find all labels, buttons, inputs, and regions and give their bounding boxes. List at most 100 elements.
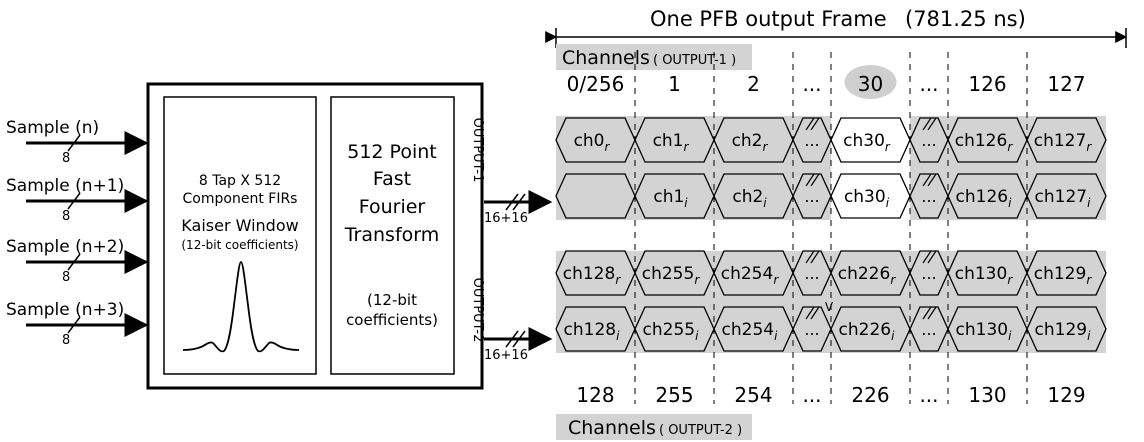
ellipsis: ... (804, 187, 819, 206)
channel-label: ch1r (653, 131, 690, 154)
bottom-header: 255 (655, 383, 693, 407)
break-mark (922, 173, 932, 187)
input-width: 8 (62, 333, 70, 348)
bottom-header: 130 (968, 383, 1006, 407)
break-mark (810, 173, 820, 187)
bottom-header: ... (919, 383, 938, 407)
channels-bottom-tag: ( OUTPUT-2 ) (659, 423, 742, 438)
bottom-header: ... (802, 383, 821, 407)
output1-label: OUTPUT-1 (470, 118, 485, 183)
channel-label: ch30i (844, 187, 890, 210)
top-header: 0/256 (567, 72, 625, 96)
break-mark (805, 250, 815, 264)
channel-label: ch128i (564, 320, 621, 343)
input-width: 8 (62, 270, 70, 285)
bottom-header: 254 (734, 383, 772, 407)
input-width: 8 (62, 151, 70, 166)
fir-coefficients: (12-bit coefficients) (181, 238, 298, 252)
input-1: Sample (n+1) 8 (6, 176, 149, 224)
channel-label: ch0r (574, 131, 611, 154)
input-label: Sample (n+3) (6, 300, 124, 320)
channel-label: ch128r (563, 264, 622, 287)
break-mark (805, 173, 815, 187)
bottom-header: 226 (851, 383, 889, 407)
channel-label: ch2r (732, 131, 769, 154)
channel-cell (1026, 173, 1107, 219)
channel-label: ch130i (956, 320, 1013, 343)
ellipsis: ... (804, 264, 819, 283)
output2-bus-width: 16+16 (484, 348, 528, 363)
transition-marker: V (825, 300, 834, 314)
channel-label: ch130r (955, 264, 1014, 287)
slot-separators (634, 52, 1028, 404)
channel-label: ch254i (722, 320, 779, 343)
channels-bottom-label: Channels (568, 417, 656, 439)
fir-line1: 8 Tap X 512 (199, 173, 281, 189)
ellipsis: ... (804, 320, 819, 339)
ellipsis: ... (921, 187, 936, 206)
highlight-badge (844, 65, 897, 99)
output1-bus-width: 16+16 (484, 211, 528, 226)
break-mark (805, 117, 815, 131)
fft-line-3: Fourier (359, 196, 426, 218)
break-mark (922, 306, 932, 320)
channel-label: ch30r (843, 131, 891, 154)
break-mark (927, 173, 937, 187)
fft-line-4: Transform (344, 224, 440, 246)
fft-coeff-2: coefficients) (346, 311, 438, 329)
break-mark (810, 117, 820, 131)
channel-label: ch255i (643, 320, 700, 343)
input-label: Sample (n+1) (6, 176, 124, 196)
input-width: 8 (62, 209, 70, 224)
ellipsis: ... (921, 131, 936, 150)
fft-box (330, 96, 455, 375)
kaiser-window-curve (182, 261, 300, 353)
break-mark (927, 250, 937, 264)
frame-duration: (781.25 ns) (905, 7, 1026, 31)
output1-bus: 16+16 (484, 190, 553, 226)
channel-label: ch127r (1034, 131, 1093, 154)
break-mark (810, 250, 820, 264)
channel-label: ch226i (839, 320, 896, 343)
top-header: 127 (1047, 72, 1085, 96)
channels-bottom-bg (556, 414, 752, 440)
channels-top-tag: ( OUTPUT-1 ) (653, 53, 736, 68)
break-mark (805, 306, 815, 320)
input-3: Sample (n+3) 8 (6, 300, 149, 348)
break-mark (927, 117, 937, 131)
top-header: ... (802, 72, 821, 96)
break-mark (927, 306, 937, 320)
input-0: Sample (n) 8 (6, 118, 149, 166)
channel-label: ch127i (1035, 187, 1092, 210)
bottom-header: 129 (1047, 383, 1085, 407)
fft-line-1: 512 Point (347, 141, 436, 163)
fir-box (163, 96, 317, 375)
top-header: 30 (858, 72, 883, 96)
output2-bus: 16+16 (484, 327, 553, 363)
channel-label: ch1i (653, 187, 688, 210)
channel-label: ch254r (721, 264, 780, 287)
channel-label: ch2i (732, 187, 767, 210)
channel-label: ch226r (838, 264, 897, 287)
top-header: ... (919, 72, 938, 96)
bottom-header: 128 (576, 383, 614, 407)
input-label: Sample (n+2) (6, 237, 124, 257)
break-mark (810, 306, 820, 320)
channels-top-bg (556, 44, 752, 70)
fft-coeff-1: (12-bit (367, 291, 417, 309)
output2-label: OUTPUT-2 (470, 278, 485, 343)
top-header: 2 (747, 72, 760, 96)
fir-line2: Component FIRs (183, 191, 298, 207)
break-mark (922, 117, 932, 131)
input-2: Sample (n+2) 8 (6, 237, 149, 285)
ellipsis: ... (804, 131, 819, 150)
top-header: 126 (968, 72, 1006, 96)
channel-cell (1026, 250, 1107, 296)
bottom-channel-headers: 128 255 254... 226... 130 129 (576, 383, 1085, 407)
channel-label: ch129r (1034, 264, 1093, 287)
channel-cell (1026, 117, 1107, 163)
frame-title: One PFB output Frame (650, 7, 887, 31)
fft-line-2: Fast (373, 168, 411, 190)
